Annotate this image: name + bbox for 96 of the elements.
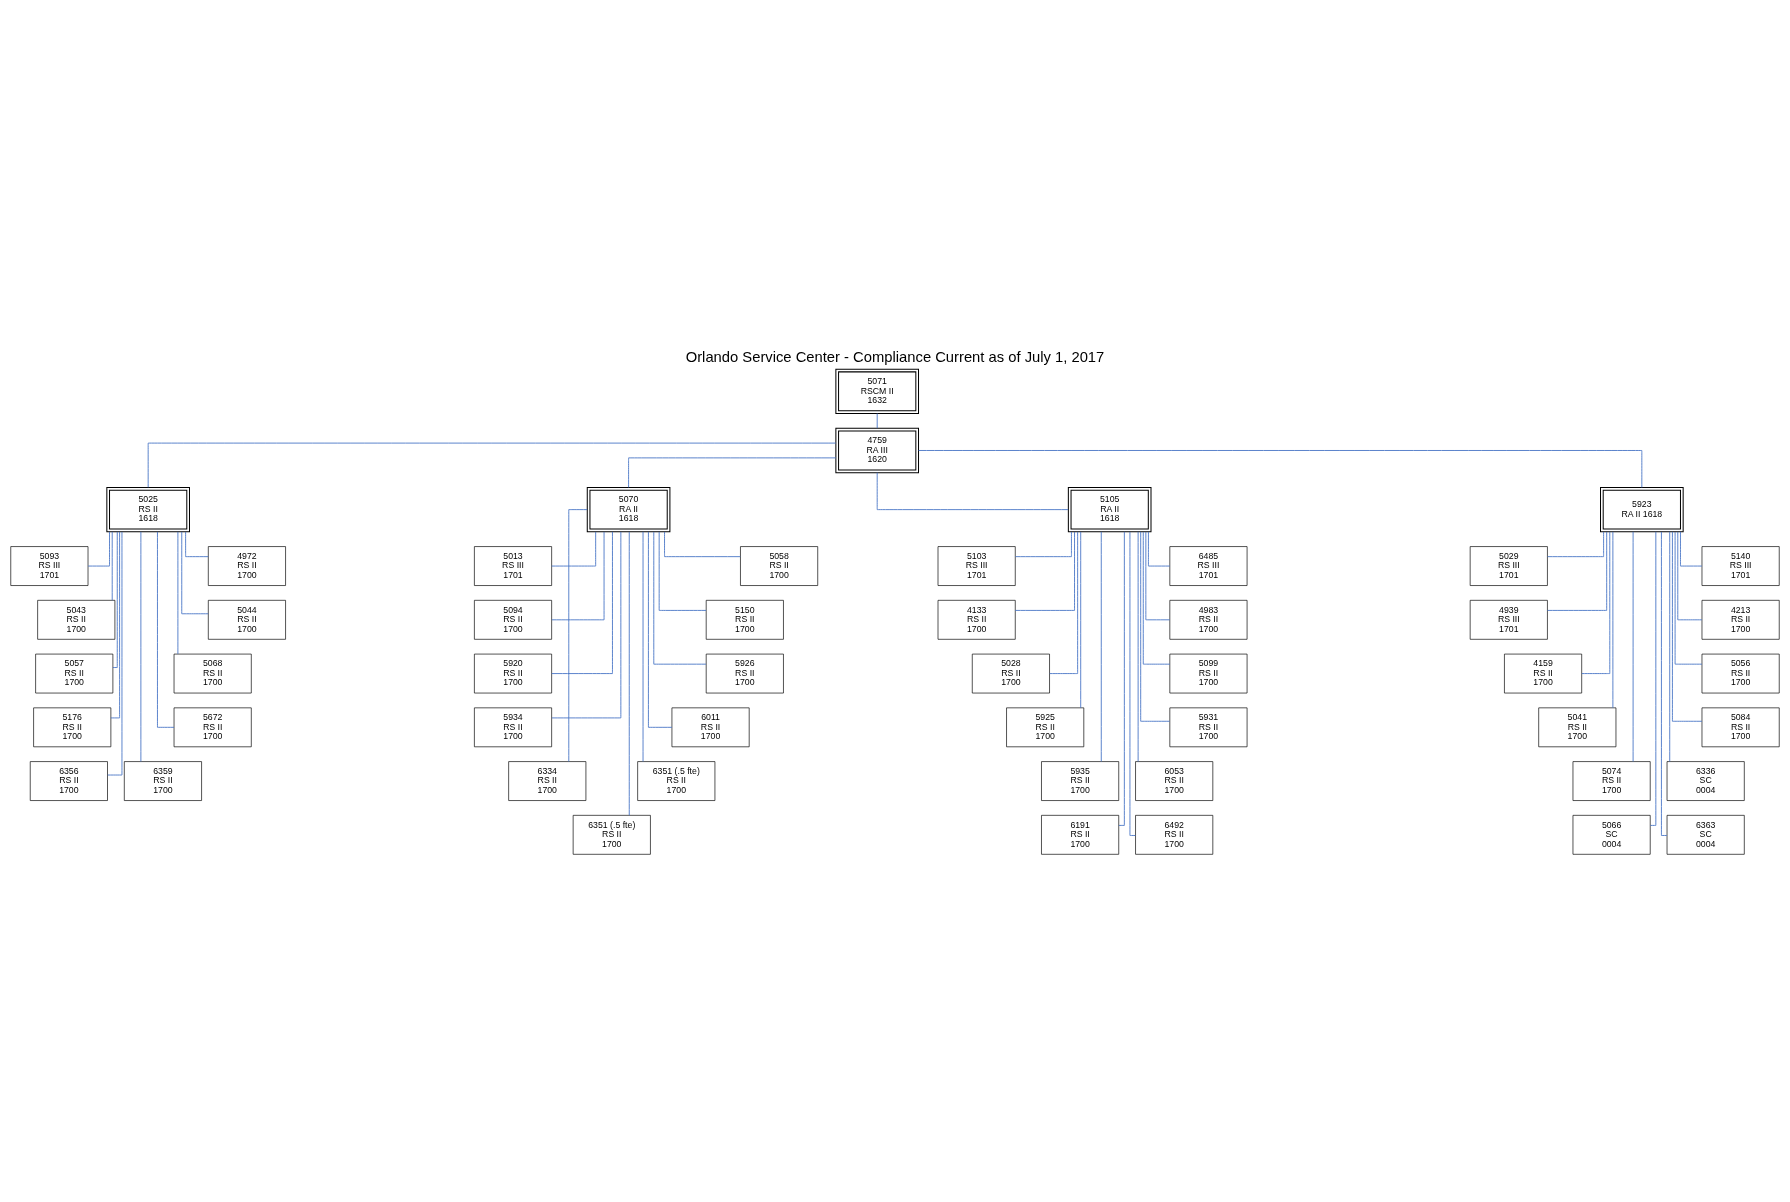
node-box: 5057 RS II 1700 bbox=[35, 653, 114, 694]
connector bbox=[107, 531, 123, 776]
connector bbox=[1547, 531, 1608, 611]
connector bbox=[628, 531, 630, 816]
node-box: 5931 RS II 1700 bbox=[1169, 707, 1248, 748]
node-box: 5041 RS II 1700 bbox=[1538, 707, 1617, 748]
diagram-title: Orlando Service Center - Compliance Current as of July 1, 2017 bbox=[685, 349, 1105, 366]
connector bbox=[653, 531, 707, 665]
connector bbox=[876, 413, 878, 429]
node-box: 6351 (.5 fte) RS II 1700 bbox=[637, 761, 716, 801]
node-box: 5013 RS III 1701 bbox=[474, 546, 552, 586]
connector bbox=[147, 442, 837, 488]
node-box: 5672 RS II 1700 bbox=[173, 707, 252, 748]
connector bbox=[1677, 531, 1703, 621]
node-box: 5043 RS II 1700 bbox=[37, 600, 116, 640]
node-box: 5028 RS II 1700 bbox=[971, 653, 1050, 694]
connector bbox=[1015, 531, 1072, 558]
connector bbox=[112, 531, 118, 668]
node-box: 5066 SC 0004 bbox=[1572, 815, 1651, 855]
connector bbox=[1148, 531, 1171, 567]
connector bbox=[1014, 531, 1075, 611]
connector bbox=[647, 531, 673, 728]
node-box: 5099 RS II 1700 bbox=[1169, 653, 1248, 694]
node-box: 5056 RS II 1700 bbox=[1701, 653, 1780, 694]
connector bbox=[1661, 531, 1668, 836]
node-box: 5176 RS II 1700 bbox=[33, 707, 112, 748]
connector bbox=[876, 472, 1069, 511]
connector bbox=[1632, 531, 1634, 762]
node-box: 4159 RS II 1700 bbox=[1504, 653, 1583, 694]
node-box: 4983 RS II 1700 bbox=[1169, 600, 1248, 640]
node-box: 6359 RS II 1700 bbox=[123, 761, 202, 801]
connector bbox=[918, 450, 1643, 488]
node-box: 6485 RS III 1701 bbox=[1169, 546, 1248, 586]
connector bbox=[551, 531, 597, 567]
connector bbox=[658, 531, 707, 611]
node-box: 6492 RS II 1700 bbox=[1135, 815, 1214, 855]
node-box: 5920 RS II 1700 bbox=[474, 653, 552, 694]
node-box: 5935 RS II 1700 bbox=[1041, 761, 1120, 801]
node-box: 4972 RS II 1700 bbox=[207, 546, 286, 586]
node-box: 5103 RS III 1701 bbox=[937, 546, 1016, 586]
node-box: 5926 RS II 1700 bbox=[705, 653, 784, 694]
connector bbox=[1118, 531, 1125, 826]
node-box: 5093 RS III 1701 bbox=[10, 546, 89, 586]
connector bbox=[642, 531, 644, 762]
node-box: 4133 RS II 1700 bbox=[937, 600, 1016, 640]
node-box: 6351 (.5 fte) RS II 1700 bbox=[572, 815, 651, 855]
connector bbox=[1674, 531, 1703, 665]
connector bbox=[1100, 531, 1102, 762]
connector bbox=[1142, 531, 1171, 665]
connector bbox=[1581, 531, 1611, 674]
connector bbox=[177, 531, 179, 655]
node-box: 5925 RS II 1700 bbox=[1006, 707, 1085, 748]
connector bbox=[110, 531, 121, 719]
connector bbox=[568, 509, 588, 762]
node-box: 5068 RS II 1700 bbox=[173, 653, 252, 694]
node-box: 5140 RS III 1701 bbox=[1701, 546, 1780, 586]
connector bbox=[551, 531, 605, 621]
connector bbox=[140, 531, 142, 762]
connector bbox=[1049, 531, 1079, 674]
connector bbox=[1129, 531, 1136, 836]
node-box: 6363 SC 0004 bbox=[1666, 815, 1745, 855]
node-box: 4213 RS II 1700 bbox=[1701, 600, 1780, 640]
node-box: 4939 RS III 1701 bbox=[1469, 600, 1548, 640]
connector bbox=[185, 531, 209, 558]
connector bbox=[664, 531, 741, 558]
connector bbox=[628, 457, 837, 488]
node-box: 5074 RS II 1700 bbox=[1572, 761, 1651, 801]
connector bbox=[1080, 531, 1082, 709]
node-box: 6011 RS II 1700 bbox=[671, 707, 750, 748]
connector bbox=[1649, 531, 1657, 826]
node-box: 6191 RS II 1700 bbox=[1041, 815, 1120, 855]
node-box: 6053 RS II 1700 bbox=[1135, 761, 1214, 801]
node-box: 5029 RS III 1701 bbox=[1469, 546, 1548, 586]
connector bbox=[157, 531, 175, 728]
connector bbox=[1669, 531, 1671, 762]
connector bbox=[1547, 531, 1605, 558]
connector bbox=[1145, 531, 1171, 621]
node-box: 5094 RS II 1700 bbox=[474, 600, 552, 640]
connector bbox=[1671, 531, 1703, 722]
connector bbox=[551, 531, 613, 674]
connector bbox=[1140, 531, 1171, 722]
node-box: 5150 RS II 1700 bbox=[705, 600, 784, 640]
connector bbox=[1680, 531, 1703, 567]
node-box: 5044 RS II 1700 bbox=[207, 600, 286, 640]
connector bbox=[551, 531, 622, 719]
connector bbox=[111, 531, 113, 601]
node-box: 6356 RS II 1700 bbox=[29, 761, 108, 801]
connector bbox=[1137, 531, 1139, 762]
connector bbox=[1612, 531, 1614, 709]
node-box: 5084 RS II 1700 bbox=[1701, 707, 1780, 748]
connector bbox=[87, 531, 110, 567]
node-box: 5058 RS II 1700 bbox=[740, 546, 819, 586]
connector bbox=[181, 531, 209, 615]
node-box: 5934 RS II 1700 bbox=[474, 707, 552, 748]
node-box: 6334 RS II 1700 bbox=[508, 761, 587, 801]
node-box: 6336 SC 0004 bbox=[1666, 761, 1745, 801]
